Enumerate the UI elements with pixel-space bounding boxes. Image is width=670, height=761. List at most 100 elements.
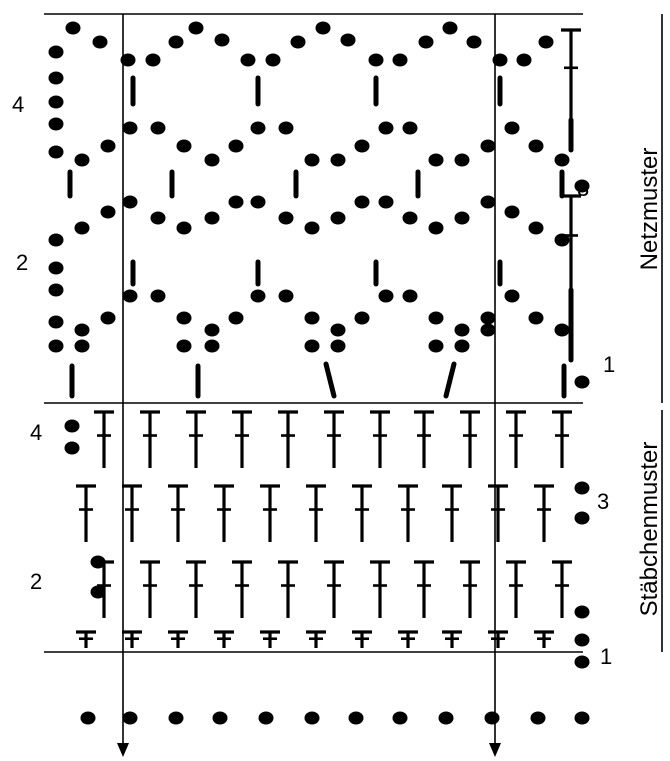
single-crochet-bar: [323, 361, 337, 399]
double-crochet-row-1: [534, 630, 554, 648]
net-chain-dot: [48, 233, 64, 247]
net-chain-dot: [354, 311, 370, 325]
turning-double-crochet: [561, 28, 581, 120]
net-chain-dot: [428, 153, 444, 167]
net-chain-dot: [304, 153, 320, 167]
net-chain-dot: [48, 315, 64, 329]
double-crochet-row-1: [398, 630, 418, 648]
net-chain-dot: [278, 211, 294, 225]
turning-chain-dot: [574, 481, 590, 495]
repeat-arrow-head: [489, 743, 501, 757]
net-chain-dot: [480, 311, 496, 325]
double-crochet-row-3: [488, 484, 508, 542]
net-chain-dot: [428, 339, 444, 353]
foundation-chain-dot: [122, 711, 138, 725]
double-crochet-row-2: [232, 560, 252, 618]
net-chain-dot: [176, 139, 192, 153]
double-crochet-row-1: [214, 630, 234, 648]
net-chain-dot: [428, 311, 444, 325]
double-crochet-row-4: [94, 410, 114, 468]
dc-row-2-number: 2: [30, 569, 43, 594]
net-chain-dot: [402, 289, 418, 303]
double-crochet-row-1: [442, 630, 462, 648]
net-chain-dot: [48, 283, 64, 297]
net-chain-dot: [48, 45, 64, 59]
double-crochet-row-2: [552, 560, 572, 618]
net-chain-dot: [48, 95, 64, 109]
net-chain-dot: [100, 205, 116, 219]
turning-chain-dot: [574, 605, 590, 619]
net-chain-dot: [290, 35, 306, 49]
net-chain-dot: [228, 139, 244, 153]
foundation-chain-dot: [168, 711, 184, 725]
net-chain-dot: [442, 21, 458, 35]
foundation-chain-dot: [304, 711, 320, 725]
net-pattern: [48, 21, 590, 399]
net-chain-dot: [340, 33, 356, 47]
net-chain-dot: [402, 121, 418, 135]
net-chain-dot: [188, 21, 204, 35]
net-chain-dot: [418, 35, 434, 49]
net-chain-dot: [554, 323, 570, 337]
foundation-chain-dot: [212, 711, 228, 725]
turning-chain-dot: [90, 585, 106, 599]
dc-row-3-number: 3: [597, 489, 610, 514]
net-chain-dot: [48, 261, 64, 275]
foundation-chain-dot: [530, 711, 546, 725]
double-crochet-row-1: [260, 630, 280, 648]
net-chain-dot: [315, 21, 331, 35]
net-chain-dot: [74, 339, 90, 353]
foundation-chain-dot: [392, 711, 408, 725]
net-row-1-number: 1: [603, 352, 616, 377]
double-crochet-row-3: [76, 484, 96, 542]
net-chain-dot: [278, 121, 294, 135]
net-chain-dot: [48, 117, 64, 131]
double-crochet-row-2: [414, 560, 434, 618]
double-crochet-row-3: [442, 484, 462, 542]
double-crochet-row-4: [552, 410, 572, 468]
net-chain-dot: [304, 339, 320, 353]
double-crochet-row-4: [278, 410, 298, 468]
net-chain-dot: [122, 121, 138, 135]
net-chain-dot: [278, 289, 294, 303]
net-chain-dot: [528, 221, 544, 235]
single-crochet-bar: [443, 361, 457, 399]
double-crochet-row-3: [168, 484, 188, 542]
double-crochet-row-4: [186, 410, 206, 468]
net-chain-dot: [330, 323, 346, 337]
net-chain-dot: [574, 375, 590, 389]
turning-double-crochet: [561, 194, 581, 290]
net-chain-dot: [48, 145, 64, 159]
double-crochet-row-1: [168, 630, 188, 648]
net-chain-dot: [74, 153, 90, 167]
foundation-chain-dot: [80, 711, 96, 725]
double-crochet-row-4: [324, 410, 344, 468]
net-row-2-number: 2: [16, 250, 29, 275]
double-crochet-row-1: [76, 630, 96, 648]
double-crochet-row-2: [186, 560, 206, 618]
net-chain-dot: [228, 311, 244, 325]
net-chain-dot: [492, 53, 508, 67]
net-chain-dot: [480, 323, 496, 337]
net-chain-dot: [250, 289, 266, 303]
double-crochet-row-3: [534, 484, 554, 542]
net-chain-dot: [516, 53, 532, 67]
repeat-arrows: [117, 743, 501, 757]
net-chain-dot: [250, 195, 266, 209]
foundation-chain-dot: [574, 711, 590, 725]
net-chain-dot: [150, 289, 166, 303]
double-crochet-row-3: [398, 484, 418, 542]
repeat-arrow-head: [117, 743, 129, 757]
net-chain-dot: [454, 339, 470, 353]
net-chain-dot: [228, 195, 244, 209]
net-chain-dot: [554, 153, 570, 167]
double-crochet-row-3: [214, 484, 234, 542]
net-chain-dot: [454, 211, 470, 225]
double-crochet-row-2: [460, 560, 480, 618]
turning-chain-dot: [64, 441, 80, 455]
double-crochet-pattern: [64, 410, 590, 669]
dc-section-label: Stäbchenmuster: [636, 441, 663, 617]
net-chain-dot: [150, 211, 166, 225]
net-chain-dot: [122, 289, 138, 303]
